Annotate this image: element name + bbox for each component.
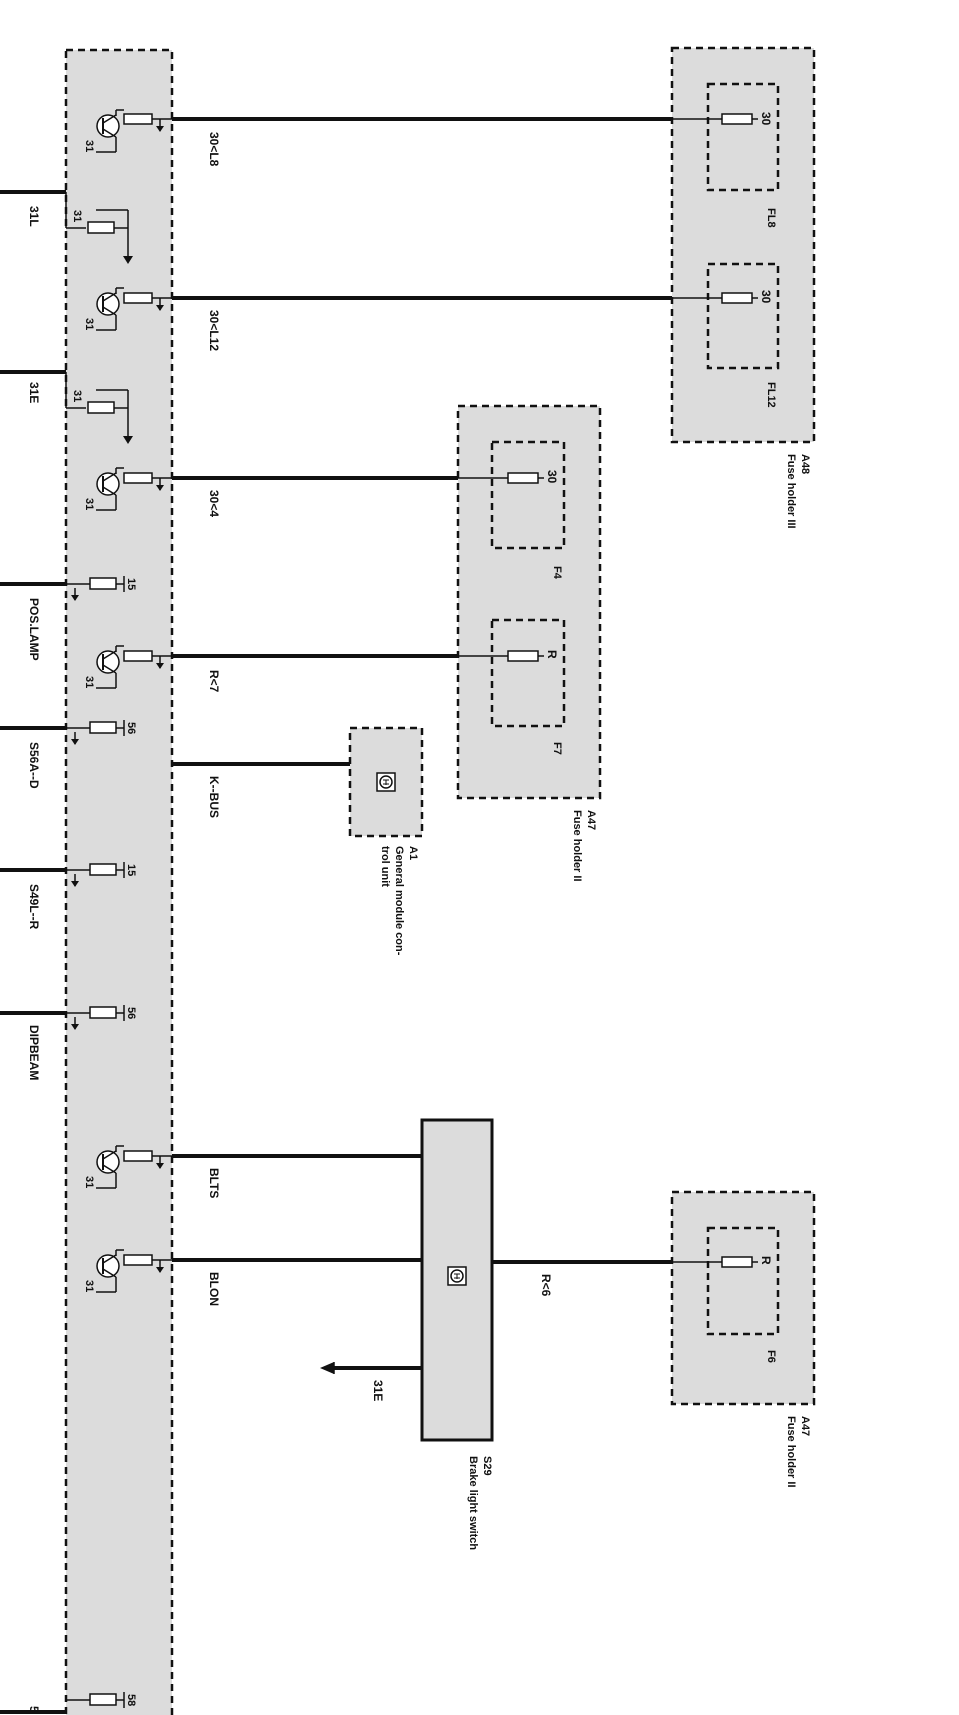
pin-31-tr-3: 31 xyxy=(83,498,95,510)
input-pos-lamp: 15 xyxy=(66,576,137,602)
a47-top-id: A47 xyxy=(585,810,597,830)
output-stage-blts: 31 xyxy=(83,1145,172,1189)
fuse-pin-fl8: 30 xyxy=(759,112,773,126)
pin-31-left-b: 31 xyxy=(71,390,83,402)
fuse-name-f7: F7 xyxy=(551,742,563,755)
output-stage-l8: 31 xyxy=(83,109,172,153)
s29-id: S29 xyxy=(481,1456,493,1476)
a1-id: A1 xyxy=(407,846,419,860)
fuse-name-f4: F4 xyxy=(551,566,563,580)
fuse-name-f6: F6 xyxy=(765,1350,777,1363)
s29-ground-label: 31E xyxy=(371,1380,385,1401)
fuse-name-fl12: FL12 xyxy=(765,382,777,408)
fuse-name-fl8: FL8 xyxy=(765,208,777,228)
label-s49l: S49L--R xyxy=(27,884,41,930)
label-58: 5 xyxy=(27,1706,41,1713)
pin-31-tr-5: 31 xyxy=(83,1176,95,1188)
pin-31-tr-2: 31 xyxy=(83,318,95,330)
label-blon: BLON xyxy=(207,1272,221,1306)
input-58: 58 xyxy=(66,1692,137,1708)
fuse-holder-a47-top: 30 F4 R F7 A47 Fuse holder II xyxy=(456,404,602,882)
input-dipbeam: 56 xyxy=(66,1005,137,1031)
general-module-a1: A1 General module con- trol unit xyxy=(348,726,424,956)
label-30-4: 30<4 xyxy=(207,490,221,517)
label-30-l12: 30<L12 xyxy=(207,310,221,351)
label-blts: BLTS xyxy=(207,1168,221,1198)
output-stage-4: 31 xyxy=(83,467,172,511)
output-stage-l12: 31 xyxy=(83,287,172,331)
ground-resistor-31L: 31 xyxy=(65,192,133,264)
a47-top-name: Fuse holder II xyxy=(571,810,583,882)
a48-name: Fuse holder III xyxy=(785,454,797,529)
label-s56a: S56A--D xyxy=(27,742,41,789)
input-s56a: 56 xyxy=(66,720,137,746)
a47-bottom-name: Fuse holder II xyxy=(785,1416,797,1488)
a47-bottom-id: A47 xyxy=(799,1416,811,1436)
output-stage-blon: 31 xyxy=(83,1249,172,1293)
pin-31-left-a: 31 xyxy=(71,210,83,222)
a1-line2: trol unit xyxy=(379,846,391,887)
label-31L: 31L xyxy=(27,206,41,227)
s29-name: Brake light switch xyxy=(467,1456,479,1550)
fuse-pin-fl12: 30 xyxy=(759,290,773,304)
ground-resistor-31E: 31 xyxy=(65,372,133,444)
pin-31-tr-1: 31 xyxy=(83,140,95,152)
fuse-pin-f4: 30 xyxy=(545,470,559,484)
fuse-holder-a47-bottom: R F6 A47 Fuse holder II xyxy=(670,1190,816,1488)
fuse-pin-f6: R xyxy=(759,1256,773,1265)
pin-15-b: 15 xyxy=(125,864,137,876)
label-pos-lamp: POS.LAMP xyxy=(27,598,41,661)
fuse-holder-a48: 30 FL8 30 FL12 A48 Fuse holder III xyxy=(670,46,816,529)
output-stage-7: 31 xyxy=(83,645,172,689)
pin-15-a: 15 xyxy=(125,578,137,590)
main-module-box xyxy=(64,48,174,1715)
label-dipbeam: DIPBEAM xyxy=(27,1025,41,1080)
pin-31-tr-6: 31 xyxy=(83,1280,95,1292)
pin-58: 58 xyxy=(125,1694,137,1706)
a48-id: A48 xyxy=(799,454,811,474)
pin-56-a: 56 xyxy=(125,722,137,734)
a1-line1: General module con- xyxy=(393,846,405,956)
pin-56-b: 56 xyxy=(125,1007,137,1019)
label-r-7: R<7 xyxy=(207,670,221,693)
input-s49l: 15 xyxy=(66,862,137,888)
pin-31-tr-4: 31 xyxy=(83,676,95,688)
label-31E: 31E xyxy=(27,382,41,403)
fuse-pin-f7: R xyxy=(545,650,559,659)
label-k-bus: K--BUS xyxy=(207,776,221,818)
label-30-l8: 30<L8 xyxy=(207,132,221,167)
brake-light-switch-s29: 31E R<6 S29 Brake light switch xyxy=(320,1118,672,1550)
label-r-6: R<6 xyxy=(539,1274,553,1297)
